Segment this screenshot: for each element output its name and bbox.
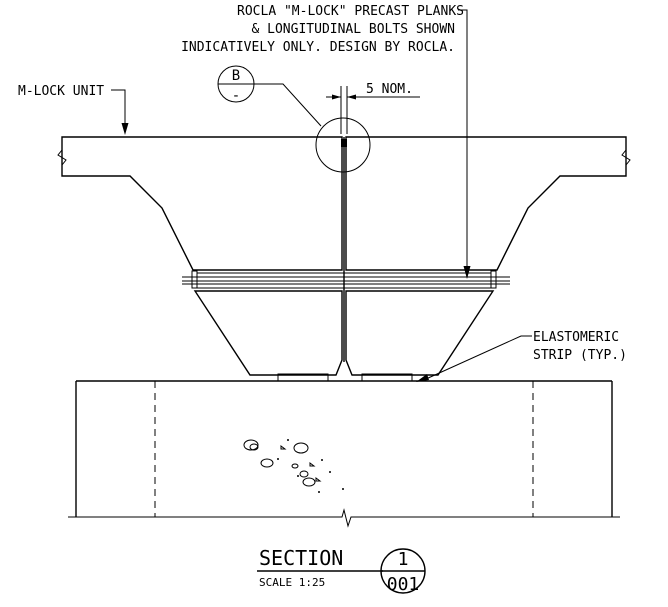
concrete-aggregate — [243, 439, 322, 487]
plank-right — [345, 136, 627, 271]
elastomeric-note: ELASTOMERIC STRIP (TYP.) — [416, 330, 627, 382]
aggregate-dots — [277, 439, 344, 493]
plank-left — [61, 136, 343, 271]
elastomeric-note-line2: STRIP (TYP.) — [533, 348, 627, 363]
rocla-note-line1: ROCLA "M-LOCK" PRECAST PLANKS — [237, 4, 464, 19]
callout-sheet: - — [232, 88, 240, 104]
rocla-leader-arrow — [463, 266, 471, 279]
break-line-left — [57, 137, 67, 176]
m-lock-unit-leader — [111, 89, 126, 124]
web-right — [345, 290, 495, 376]
section-title-block: SECTION SCALE 1:25 1 001 — [257, 546, 426, 595]
break-line-bottom — [68, 508, 620, 528]
elastomeric-leader — [425, 335, 532, 380]
detail-callout-b: B - — [217, 65, 371, 173]
web-left — [193, 290, 343, 376]
callout-letter: B — [232, 68, 240, 84]
break-line-right — [621, 137, 631, 176]
section-sheet: 001 — [387, 574, 420, 595]
rocla-note: ROCLA "M-LOCK" PRECAST PLANKS & LONGITUD… — [181, 4, 471, 279]
longitudinal-bolt — [182, 270, 510, 289]
detail-circle — [315, 117, 371, 173]
gap-dimension-text: 5 NOM. — [366, 82, 413, 97]
elastomeric-note-line1: ELASTOMERIC — [533, 330, 619, 345]
headstock — [68, 380, 620, 528]
callout-leader — [254, 83, 322, 127]
rocla-note-line2: & LONGITUDINAL BOLTS SHOWN — [252, 22, 456, 37]
bolt-nut-right — [490, 270, 497, 289]
section-number: 1 — [398, 549, 409, 570]
m-lock-webs — [193, 137, 495, 376]
section-title: SECTION — [259, 546, 343, 570]
bolt-nut-left — [191, 270, 198, 289]
m-lock-unit-arrow — [121, 123, 129, 135]
m-lock-unit-text: M-LOCK UNIT — [18, 84, 104, 99]
rocla-note-line3: INDICATIVELY ONLY. DESIGN BY ROCLA. — [181, 40, 455, 55]
rocla-leader — [458, 9, 468, 268]
gap-dimension: 5 NOM. — [326, 82, 420, 134]
section-scale: SCALE 1:25 — [259, 576, 325, 589]
m-lock-unit-label: M-LOCK UNIT — [18, 84, 129, 135]
